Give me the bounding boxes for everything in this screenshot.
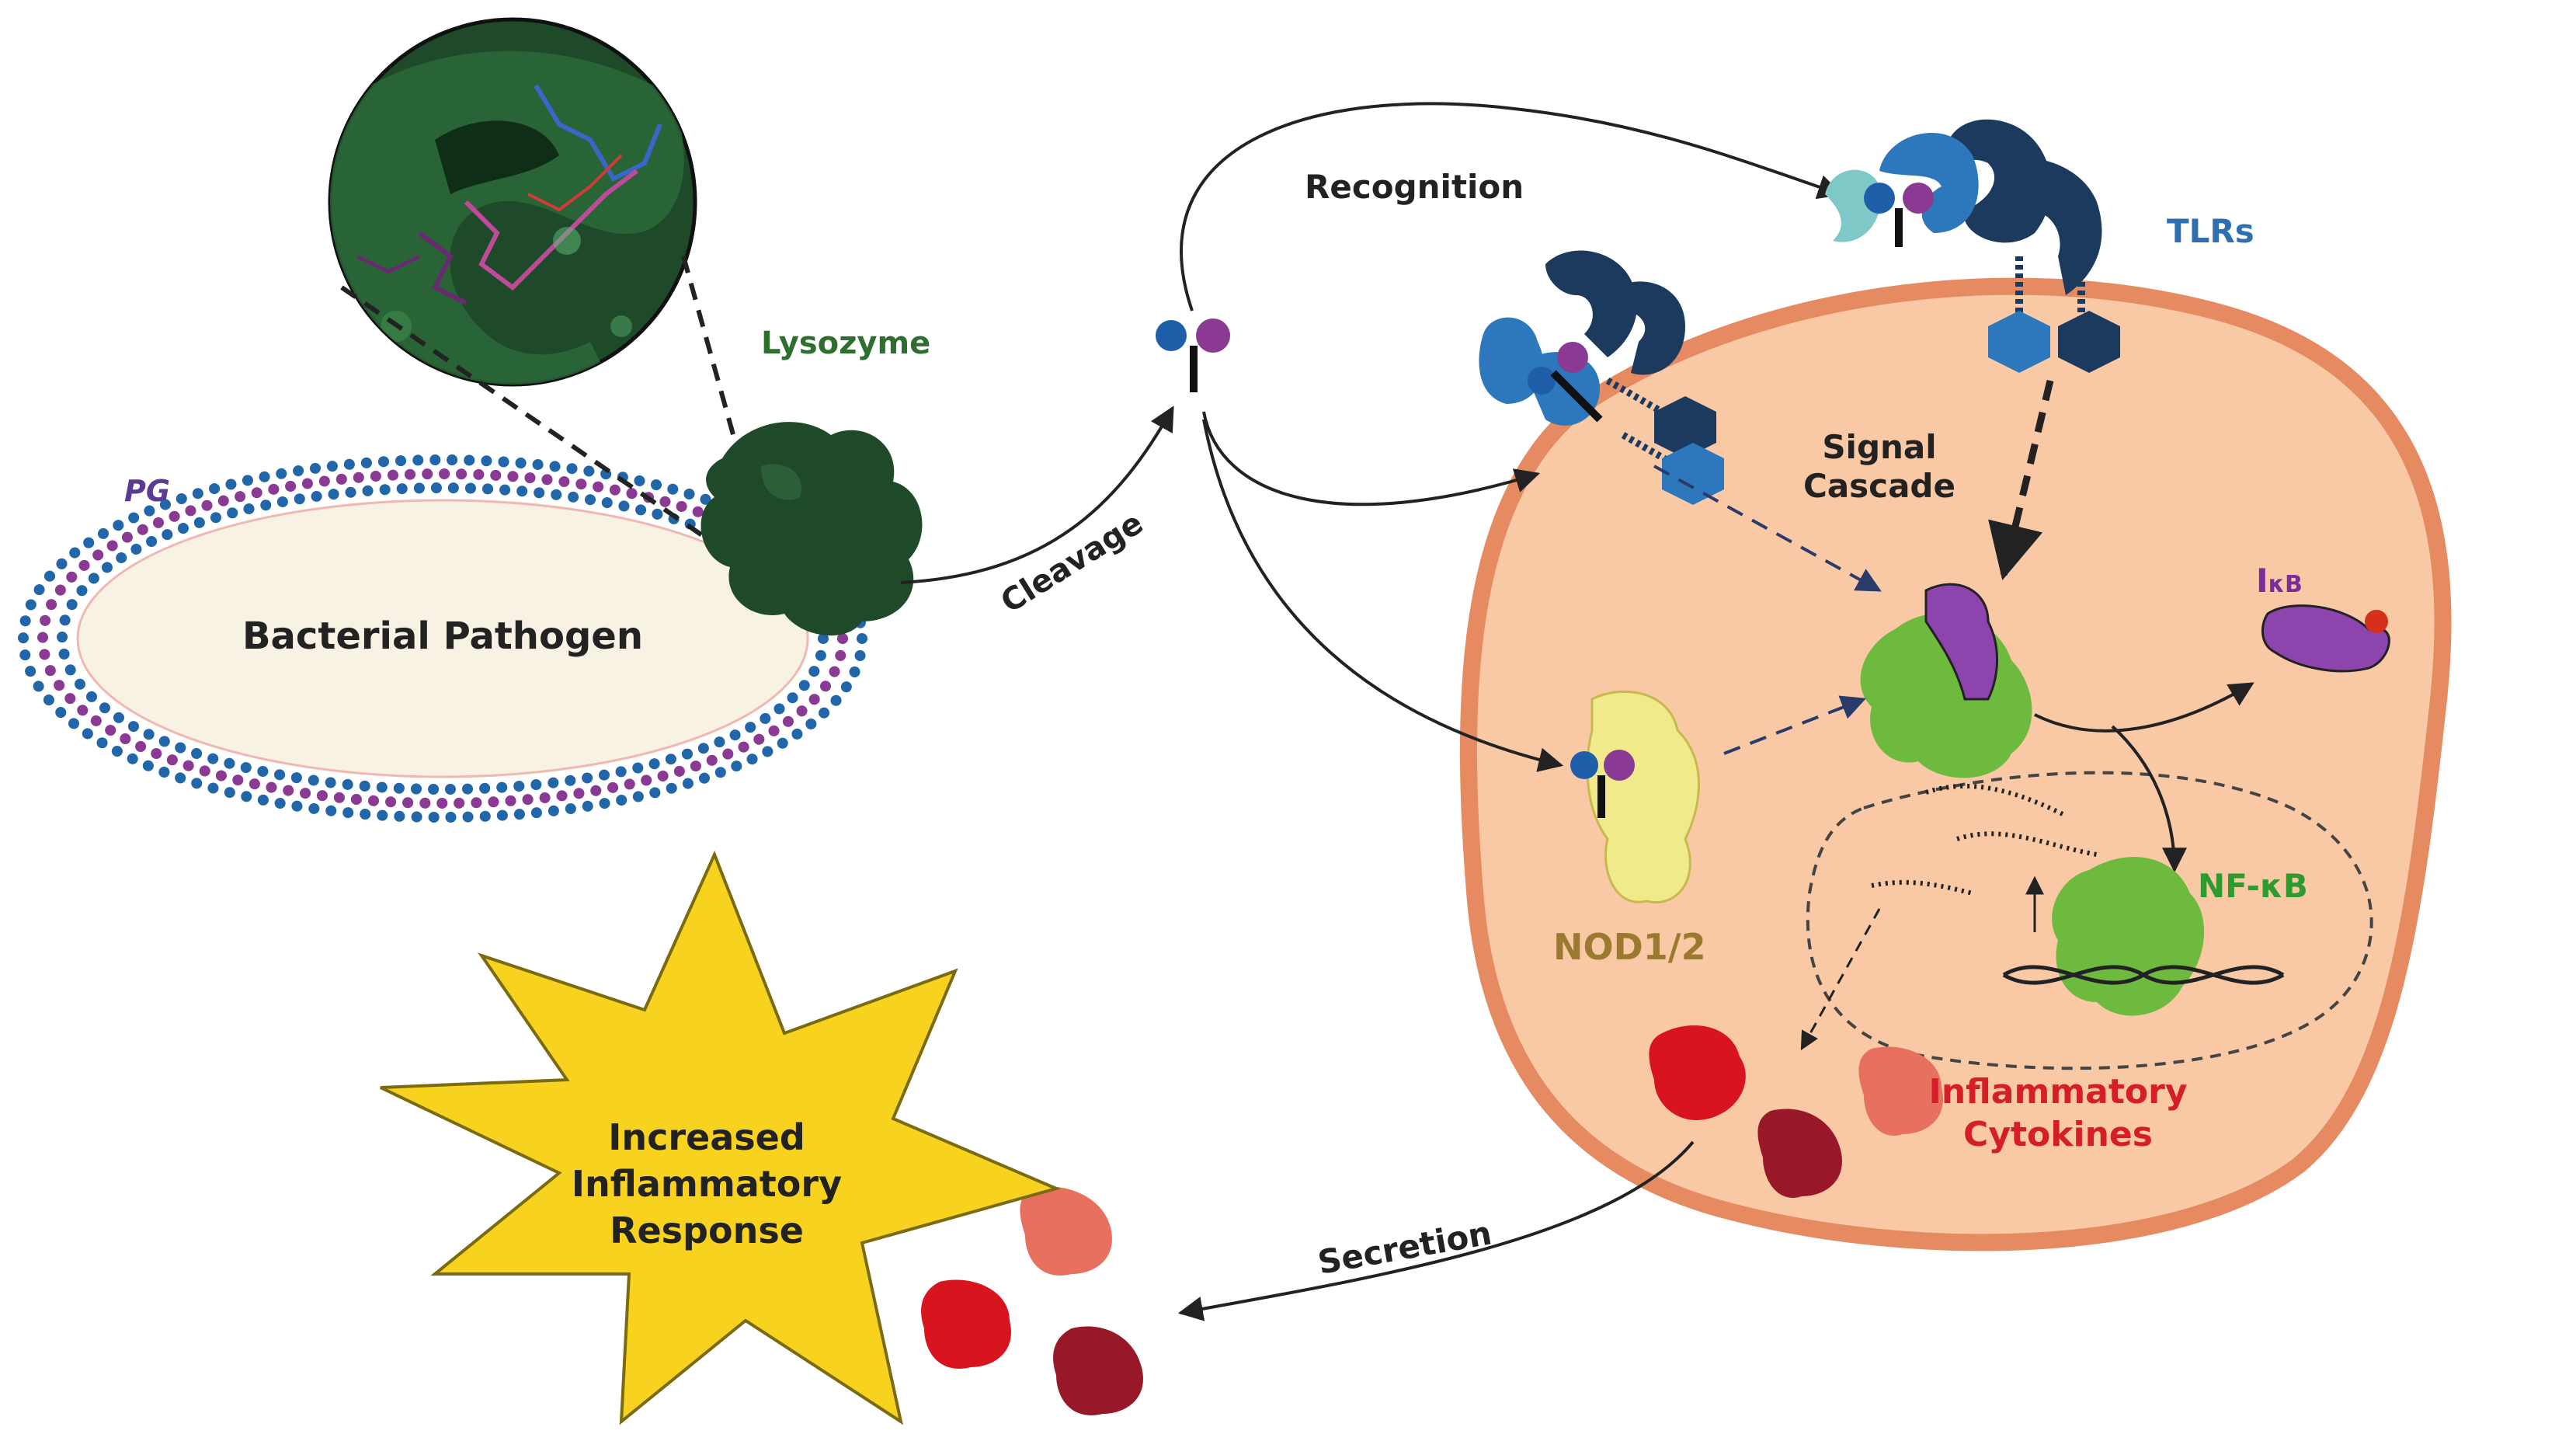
lysozyme-zoom-inset — [328, 17, 697, 387]
response-line2: Inflammatory — [572, 1163, 842, 1205]
dna-icon — [2002, 965, 2285, 985]
ikb-label: IκB — [2256, 562, 2303, 600]
signal-label: Signal — [1822, 428, 1936, 466]
nfkb-protein-icon — [2052, 857, 2205, 1016]
muropeptide-bound-tlr — [1864, 183, 1934, 247]
nod-signal-arrow — [1723, 695, 1866, 755]
ikb-nfkb-complex-icon — [1860, 583, 2032, 778]
nucleus — [1806, 771, 2373, 1070]
pg-label: PG — [124, 474, 170, 508]
muropeptide-icon — [1156, 318, 1230, 392]
cytokines-label: Cytokines — [1963, 1115, 2153, 1154]
bacterium-icon — [18, 454, 867, 823]
secretion-arrow — [1177, 1140, 1695, 1321]
secreted-cytokines-icon — [921, 1186, 1143, 1415]
translation-arrow — [1800, 908, 1881, 1051]
muropeptide-bound-membrane-tlr — [1528, 342, 1603, 423]
mrna-icon — [1871, 783, 2098, 896]
ikb-protein-icon — [2261, 604, 2390, 673]
tlr-receptor-icon — [1825, 119, 2120, 373]
lysozyme-label: Lysozyme — [761, 325, 930, 361]
cytokine-icon — [1649, 1025, 1943, 1198]
inflammatory-label: Inflammatory — [1928, 1072, 2187, 1112]
zoom-connector-left — [340, 285, 716, 546]
recognition-arrow — [1180, 102, 1844, 312]
cleavage-label: Cleavage — [995, 505, 1149, 620]
nod-label: NOD1/2 — [1553, 926, 1706, 968]
lysozyme-protein-icon — [700, 422, 923, 636]
bacterial-pathogen-label: Bacterial Pathogen — [242, 614, 643, 658]
nod-receptor-icon — [1586, 690, 1700, 903]
tlr-membrane-arrow — [1202, 411, 1541, 506]
tlrs-label: TLRs — [2167, 212, 2254, 250]
nfkb-label: NF-κB — [2198, 867, 2308, 905]
cascade-label: Cascade — [1803, 467, 1955, 505]
response-line1: Increased — [608, 1116, 805, 1158]
nfkb-translocation-arrow — [2111, 725, 2187, 873]
signal-arrow-top — [1988, 379, 2054, 581]
recognition-label: Recognition — [1305, 168, 1524, 206]
response-line3: Response — [610, 1210, 804, 1251]
secretion-label: Secretion — [1315, 1213, 1494, 1282]
starburst-icon — [380, 850, 1062, 1425]
muropeptide-bound-nod — [1570, 750, 1635, 818]
ikb-release-arrow — [2034, 682, 2254, 733]
cleavage-arrow — [900, 406, 1174, 584]
signal-arrow-left — [1653, 465, 1882, 592]
phospho-icon — [2365, 610, 2388, 633]
nod-arrow — [1202, 419, 1564, 772]
